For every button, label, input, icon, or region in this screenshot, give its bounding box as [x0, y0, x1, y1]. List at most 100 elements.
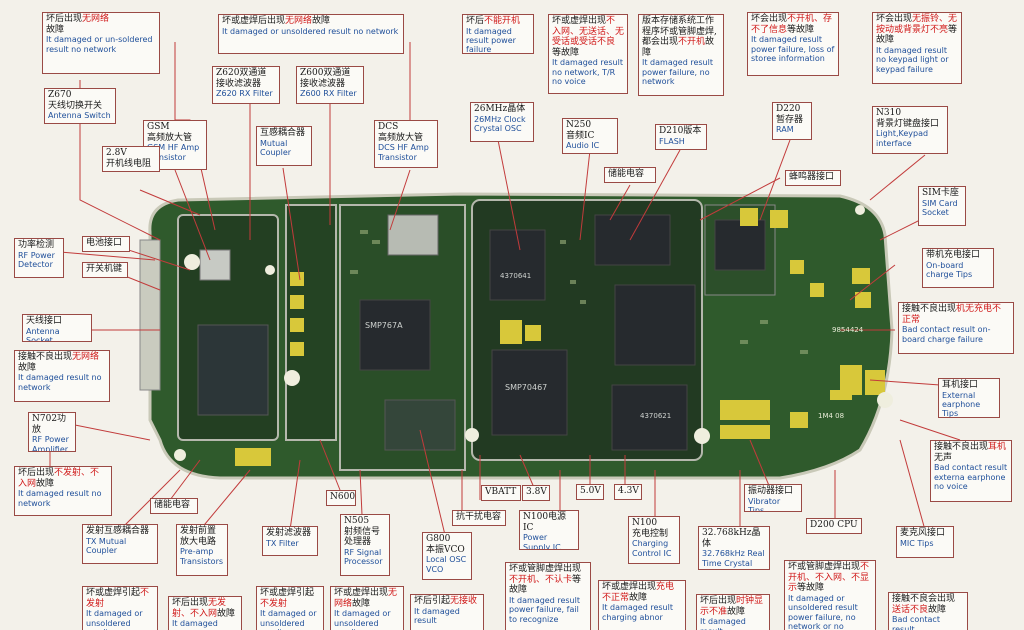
- label-zh2: 放大电路: [180, 536, 217, 547]
- label-zh: 高频放大管: [378, 132, 424, 143]
- callout-pre-amp-fault: 坏后出现无发射、不入网故障 It damaged result: [168, 596, 242, 630]
- label-z600: Z600双通道 接收滤波器 Z600 RX Filter: [296, 66, 364, 104]
- callout-red: 不开机、存不了信息: [751, 14, 833, 35]
- callout-text: 坏会出现: [876, 14, 913, 24]
- label-en: Pre-amp Transistors: [180, 547, 224, 566]
- callout-red: 时钟显示不准: [700, 596, 764, 617]
- callout-text: 故障: [928, 604, 947, 615]
- label-26mhz-crystal: 26MHz晶体 26MHz Clock Crystal OSC: [470, 102, 534, 142]
- callout-en: Bad contact result: [892, 615, 940, 630]
- label-4-3v: 4.3V: [614, 484, 642, 500]
- callout-en: It damaged result power failure, loss of…: [751, 35, 835, 64]
- label-id: G800: [426, 534, 451, 544]
- label-zh: 电池接口: [86, 238, 123, 248]
- callout-earphone-contact: 接触不良出现耳机无声 Bad contact result externa ea…: [930, 440, 1012, 502]
- label-en: Antenna Switch: [48, 111, 111, 121]
- callout-text: 坏或管脚虚焊出现: [788, 562, 861, 572]
- callout-text: 坏或虚焊出现: [334, 588, 389, 598]
- callout-text: 坏后出现: [700, 596, 737, 606]
- label-en: Power Supply IC: [523, 533, 561, 550]
- callout-charge-contact: 接触不良出现机无充电不正常 Bad contact result on-boar…: [898, 302, 1014, 354]
- callout-text: 坏或管脚虚焊出现: [509, 564, 582, 574]
- callout-en: It damaged result no keypad light or key…: [876, 45, 949, 74]
- callout-red: 无网络: [82, 14, 110, 24]
- chip-mark-5: 9854424: [832, 326, 864, 334]
- label-onboard-charge: 带机充电接口 On-board charge Tips: [922, 248, 994, 288]
- callout-text: 坏或虚焊后出现: [222, 16, 286, 26]
- label-g800: G800 本振VCO Local OSC VCO: [422, 532, 472, 580]
- chip-mark-2: SMP70467: [505, 383, 547, 392]
- callout-red: 不发射: [86, 588, 150, 609]
- callout-red: 无网络: [334, 588, 398, 609]
- callout-text: 无声: [934, 452, 953, 463]
- callout-en: Bad contact result on-board charge failu…: [902, 325, 991, 344]
- label-en: Antenna Socket: [26, 326, 60, 342]
- callout-text: 故障: [727, 606, 746, 617]
- chip-mark-6: 1M4 08: [818, 412, 844, 420]
- label-en: Mutual Coupler: [260, 138, 292, 158]
- label-3-8v: 3.8V: [522, 485, 550, 501]
- callout-text: 等故障: [509, 574, 582, 596]
- label-zh: 麦克风接口: [900, 528, 946, 538]
- label-zh: 暂存器: [776, 114, 804, 125]
- label-zh: 接收滤波器: [216, 78, 262, 89]
- label-zh: 开机线电阻: [106, 158, 152, 169]
- label-zh: 发射滤波器: [266, 528, 312, 538]
- callout-n505-fault: 坏或虚焊出现无网络故障 It damaged or unsoldered res…: [330, 586, 404, 630]
- label-storage-cap: 储能电容: [604, 167, 656, 183]
- label-zh: VBATT: [485, 487, 517, 497]
- callout-en: It damaged result no network: [18, 373, 102, 392]
- label-zh: 背景灯键盘接口: [876, 118, 940, 129]
- callout-red: 不入网、无送话、无受话或受话不良: [552, 16, 625, 48]
- callout-n100-power-fault: 坏或管脚虚焊出现不开机、不认卡等故障 It damaged result pow…: [505, 562, 591, 630]
- callout-no-network-1: 坏后出现无网络 故障 It damaged or un-soldered res…: [42, 12, 160, 74]
- label-id: Z600双通道: [300, 68, 351, 78]
- callout-red: 不能开机: [484, 16, 521, 26]
- label-anti-jam-cap: 抗干扰电容: [452, 510, 506, 526]
- label-zh: 互感耦合器: [260, 128, 306, 138]
- label-en: Z620 RX Filter: [216, 89, 273, 99]
- callout-red: 不开机、不认卡: [509, 574, 573, 585]
- callout-mic-fault: 接触不良会出现送话不良故障 Bad contact result: [888, 592, 968, 630]
- label-zh: 天线接口: [26, 316, 63, 326]
- callout-text: 等故障: [552, 47, 580, 58]
- label-5-0v: 5.0V: [576, 484, 604, 500]
- callout-en: It damaged or unsoldered result no: [334, 609, 391, 630]
- callout-crystal-fault: 坏后出现时钟显示不准故障 It damaged result: [696, 594, 770, 630]
- callout-red: 无发射、不入网: [172, 598, 227, 619]
- callout-text: 坏后出现: [46, 14, 83, 24]
- label-zh: 4.3V: [618, 486, 639, 496]
- callout-cpu-fault: 坏或管脚虚焊出现不开机、不入网、不显示等故障 It damaged or uns…: [784, 560, 876, 630]
- label-zh: 26MHz晶体: [474, 104, 526, 114]
- label-mutual-coupler: 互感耦合器 Mutual Coupler: [256, 126, 312, 166]
- label-zh: 音频IC: [566, 130, 595, 141]
- callout-text: 等故障: [797, 583, 825, 594]
- callout-flash-fault: 版本存储系统工作程序坏或管脚虚焊,都会出现不开机故障 It damaged re…: [638, 14, 724, 96]
- callout-en: It damaged result charging abnor: [602, 603, 673, 622]
- callout-text: 坏或虚焊出现: [552, 16, 607, 26]
- label-en: MIC Tips: [900, 538, 934, 548]
- callout-en: It damaged or unsoldered result no netwo…: [222, 26, 399, 36]
- chip-mark-3: 4370641: [500, 272, 531, 280]
- label-tx-coupler: 发射互感耦合器 TX Mutual Coupler: [82, 524, 158, 564]
- label-z620: Z620双通道 接收滤波器 Z620 RX Filter: [212, 66, 280, 104]
- label-en: RF Power Amplifier: [32, 435, 69, 452]
- label-rf-power-detector: 功率检测 RF Power Detector: [14, 238, 64, 278]
- callout-red: 不发射、不入网: [18, 468, 100, 489]
- label-zh: 蜂鸣器接口: [789, 172, 835, 182]
- label-n100-power: N100电源IC Power Supply IC: [519, 510, 579, 550]
- label-en: 26MHz Clock Crystal OSC: [474, 114, 526, 134]
- label-zh: 振动器接口: [748, 486, 794, 496]
- callout-no-network-2: 坏或虚焊后出现无网络故障 It damaged or unsoldered re…: [218, 14, 404, 54]
- callout-en: It damaged or unsoldered result no: [260, 609, 317, 630]
- callout-en: It damaged or unsoldered result no: [86, 609, 143, 630]
- label-n250: N250 音频IC Audio IC: [562, 118, 618, 154]
- label-zh: 抗干扰电容: [456, 512, 502, 522]
- label-zh: 开关机键: [86, 264, 123, 274]
- label-vibrator: 振动器接口 Vibrator Tips: [744, 484, 802, 512]
- label-zh: SIM卡座: [922, 188, 959, 198]
- callout-ram-fault: 坏会出现不开机、存不了信息等故障 It damaged result power…: [747, 12, 839, 76]
- label-en: External earphone Tips: [942, 390, 981, 418]
- callout-en: It damaged result power failure: [466, 26, 516, 54]
- label-zh: N100电源IC: [523, 512, 567, 533]
